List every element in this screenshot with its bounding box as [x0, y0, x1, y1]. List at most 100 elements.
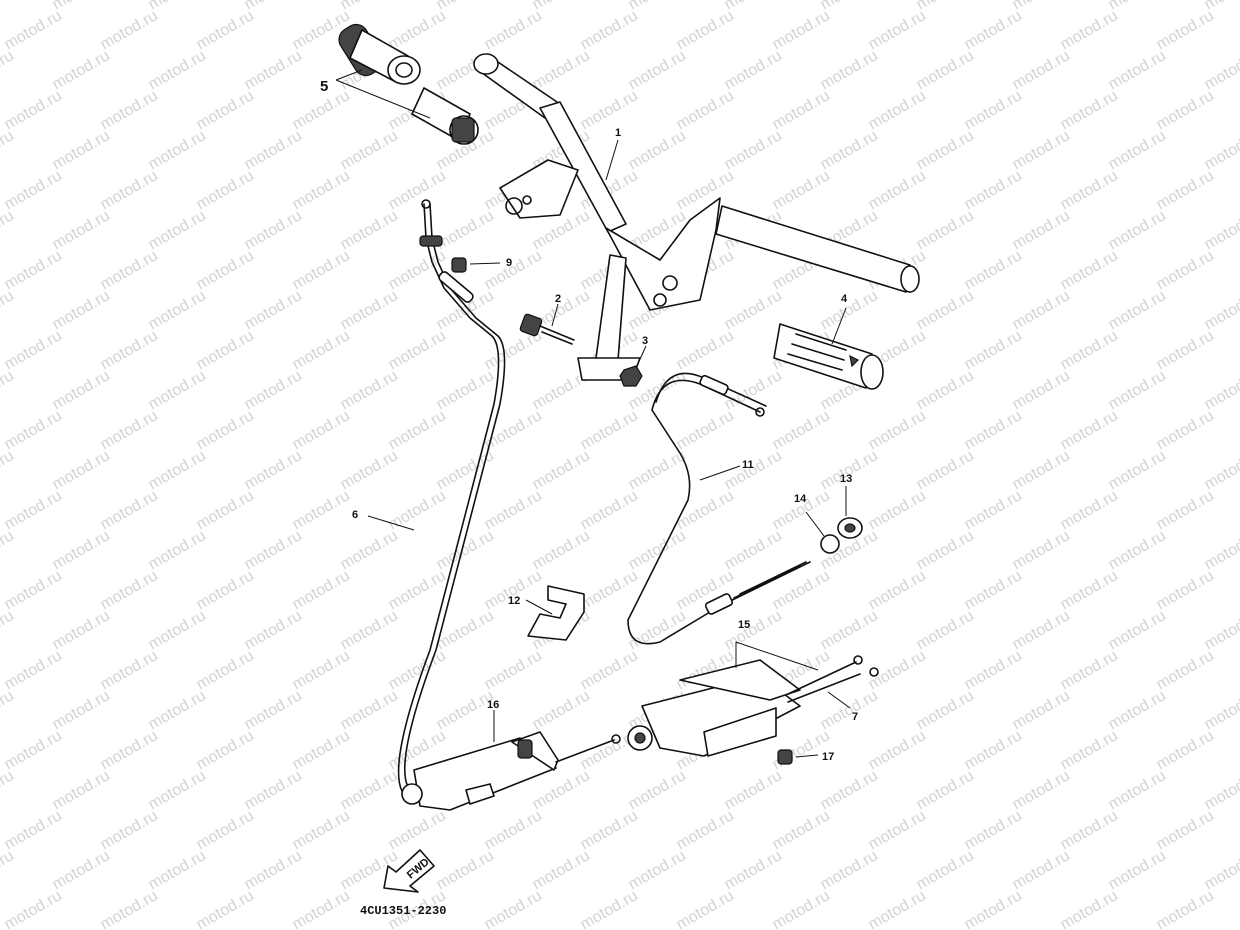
watermark-text: motod.ru	[1010, 47, 1073, 93]
watermark-text: motod.ru	[0, 127, 17, 173]
watermark-text: motod.ru	[50, 447, 113, 493]
watermark-text: motod.ru	[866, 87, 929, 133]
watermark-text: motod.ru	[386, 487, 449, 533]
watermark-text: motod.ru	[914, 687, 977, 733]
callout-17: 17	[822, 751, 834, 763]
watermark-text: motod.ru	[482, 7, 545, 53]
watermark-text: motod.ru	[626, 127, 689, 173]
watermark-text: motod.ru	[2, 407, 65, 453]
watermark-text: motod.ru	[242, 0, 305, 13]
watermark-text: motod.ru	[962, 167, 1025, 213]
watermark-text: motod.ru	[482, 807, 545, 853]
watermark-text: motod.ru	[242, 207, 305, 253]
watermark-text: motod.ru	[962, 247, 1025, 293]
part-4-grip	[773, 307, 884, 390]
watermark-text: motod.ru	[98, 567, 161, 613]
watermark-text: motod.ru	[1058, 567, 1121, 613]
watermark-text: motod.ru	[338, 367, 401, 413]
watermark-text: motod.ru	[1154, 247, 1217, 293]
watermark-text: motod.ru	[1106, 287, 1169, 333]
watermark-text: motod.ru	[146, 767, 209, 813]
watermark-text: motod.ru	[386, 807, 449, 853]
watermark-text: motod.ru	[914, 287, 977, 333]
watermark-text: motod.ru	[386, 167, 449, 213]
watermark-text: motod.ru	[962, 7, 1025, 53]
watermark-text: motod.ru	[866, 7, 929, 53]
watermark-text: motod.ru	[770, 87, 833, 133]
watermark-text: motod.ru	[242, 527, 305, 573]
watermark-text: motod.ru	[1010, 767, 1073, 813]
watermark-text: motod.ru	[1010, 287, 1073, 333]
watermark-text: motod.ru	[866, 567, 929, 613]
watermark-text: motod.ru	[1058, 7, 1121, 53]
diagram-code: 4CU1351-2230	[360, 904, 446, 918]
watermark-text: motod.ru	[1202, 767, 1240, 813]
watermark-text: motod.ru	[194, 727, 257, 773]
watermark-text: motod.ru	[50, 127, 113, 173]
watermark-text: motod.ru	[434, 527, 497, 573]
watermark-text: motod.ru	[578, 807, 641, 853]
part-2-bolt	[519, 303, 575, 345]
watermark-text: motod.ru	[338, 447, 401, 493]
watermark-text: motod.ru	[194, 327, 257, 373]
watermark-text: motod.ru	[962, 567, 1025, 613]
watermark-text: motod.ru	[146, 527, 209, 573]
watermark-text: motod.ru	[338, 767, 401, 813]
watermark-text: motod.ru	[194, 247, 257, 293]
watermark-text: motod.ru	[1202, 687, 1240, 733]
watermark-text: motod.ru	[98, 647, 161, 693]
watermark-text: motod.ru	[674, 807, 737, 853]
watermark-text: motod.ru	[722, 847, 785, 893]
watermark-text: motod.ru	[98, 87, 161, 133]
watermark-text: motod.ru	[2, 887, 65, 930]
watermark-text: motod.ru	[1202, 847, 1240, 893]
watermark-text: motod.ru	[674, 7, 737, 53]
watermark-text: motod.ru	[1106, 687, 1169, 733]
watermark-text: motod.ru	[818, 847, 881, 893]
watermark-text: motod.ru	[98, 7, 161, 53]
watermark-text: motod.ru	[530, 527, 593, 573]
watermark-text: motod.ru	[98, 887, 161, 930]
watermark-text: motod.ru	[962, 727, 1025, 773]
watermark-text: motod.ru	[722, 287, 785, 333]
watermark-text: motod.ru	[770, 887, 833, 930]
watermark-text: motod.ru	[338, 207, 401, 253]
watermark-text: motod.ru	[0, 687, 17, 733]
part-11-cable	[627, 372, 811, 645]
watermark-text: motod.ru	[1154, 647, 1217, 693]
watermark-text: motod.ru	[1058, 407, 1121, 453]
watermark-text: motod.ru	[146, 207, 209, 253]
watermark-text: motod.ru	[146, 687, 209, 733]
watermark-text: motod.ru	[1202, 207, 1240, 253]
watermark-text: motod.ru	[434, 367, 497, 413]
watermark-text: motod.ru	[770, 567, 833, 613]
watermark-text: motod.ru	[242, 127, 305, 173]
watermark-text: motod.ru	[98, 727, 161, 773]
watermark-text: motod.ru	[1010, 687, 1073, 733]
watermark-text: motod.ru	[914, 367, 977, 413]
watermark-text: motod.ru	[290, 327, 353, 373]
watermark-text: motod.ru	[0, 287, 17, 333]
watermark-text: motod.ru	[146, 47, 209, 93]
watermark-text: motod.ru	[722, 127, 785, 173]
part-6-cable	[367, 199, 506, 801]
watermark-text: motod.ru	[770, 7, 833, 53]
watermark-text: motod.ru	[194, 407, 257, 453]
callout-4: 4	[841, 293, 848, 305]
watermark-text: motod.ru	[626, 447, 689, 493]
watermark-text: motod.ru	[1058, 87, 1121, 133]
watermark-text: motod.ru	[2, 7, 65, 53]
watermark-text: motod.ru	[722, 767, 785, 813]
watermark-text: motod.ru	[1106, 0, 1169, 13]
watermark-text: motod.ru	[914, 767, 977, 813]
watermark-text: motod.ru	[818, 127, 881, 173]
watermark-text: motod.ru	[1010, 607, 1073, 653]
watermark-text: motod.ru	[1154, 887, 1217, 930]
watermark-text: motod.ru	[242, 367, 305, 413]
watermark-text: motod.ru	[338, 127, 401, 173]
watermark-text: motod.ru	[386, 407, 449, 453]
watermark-text: motod.ru	[578, 487, 641, 533]
watermark-text: motod.ru	[2, 567, 65, 613]
watermark-text: motod.ru	[962, 887, 1025, 930]
watermark-text: motod.ru	[770, 167, 833, 213]
